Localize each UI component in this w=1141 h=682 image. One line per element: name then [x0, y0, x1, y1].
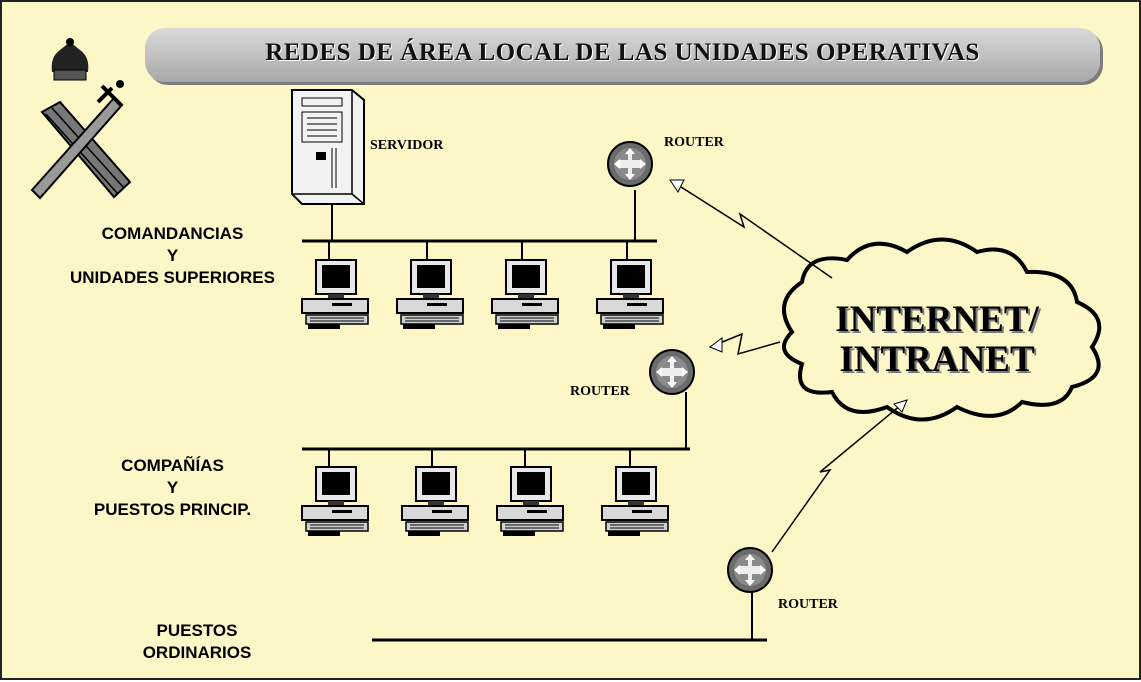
cloud-label-line: INTRANET — [839, 339, 1035, 380]
pc-icon — [301, 466, 369, 537]
diagram-title: REDES DE ÁREA LOCAL DE LAS UNIDADES OPER… — [265, 39, 980, 66]
tier-label-line: Y — [166, 246, 179, 265]
tier-label-line: ORDINARIOS — [142, 643, 252, 662]
pc-icon — [301, 259, 369, 330]
pc-icon — [601, 466, 669, 537]
router-icon-2 — [649, 349, 695, 395]
cloud-label-line: INTERNET/ — [835, 299, 1039, 340]
tier-label-line: PUESTOS PRINCIP. — [93, 500, 252, 519]
tier-label-puestos: PUESTOS ORDINARIOS — [102, 620, 292, 664]
router-icon-1 — [607, 141, 653, 187]
emblem-icon — [30, 38, 132, 200]
router-label-1: ROUTER — [664, 135, 724, 150]
title-banner: REDES DE ÁREA LOCAL DE LAS UNIDADES OPER… — [145, 28, 1100, 82]
cloud-label: INTERNET/ INTRANET — [822, 300, 1052, 380]
tier-label-line: PUESTOS — [156, 621, 238, 640]
pc-icon — [396, 259, 464, 330]
pc-icon — [596, 259, 664, 330]
pc-icon — [491, 259, 559, 330]
tier-label-companias: COMPAÑÍAS Y PUESTOS PRINCIP. — [50, 455, 295, 521]
router-label-2: ROUTER — [570, 384, 630, 399]
router-label-3: ROUTER — [778, 597, 838, 612]
tier-label-line: Y — [166, 478, 179, 497]
tier-label-line: COMPAÑÍAS — [121, 456, 224, 475]
tier-label-line: COMANDANCIAS — [101, 224, 244, 243]
pc-icon — [496, 466, 564, 537]
server-label: SERVIDOR — [370, 138, 444, 153]
pc-icon — [401, 466, 469, 537]
router-icon-3 — [727, 547, 773, 593]
server-icon — [291, 89, 365, 205]
cloud-icon — [782, 237, 1102, 422]
tier-label-comandancias: COMANDANCIAS Y UNIDADES SUPERIORES — [50, 223, 295, 289]
tier-label-line: UNIDADES SUPERIORES — [70, 268, 275, 287]
